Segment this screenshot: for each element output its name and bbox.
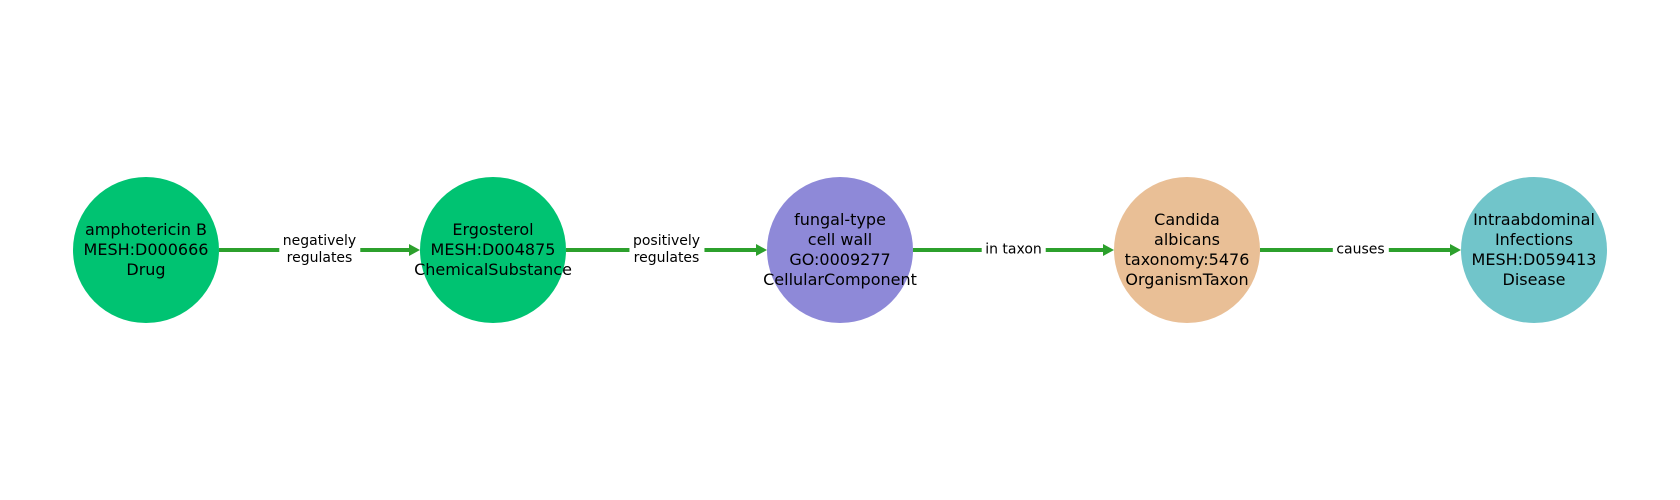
arrowhead-icon <box>409 244 420 256</box>
node-label-line: CellularComponent <box>763 270 917 289</box>
edge-label: causes <box>1332 241 1389 259</box>
edge-label-line: causes <box>1336 241 1385 258</box>
node-label-line: albicans <box>1154 230 1220 249</box>
node-label-line: Disease <box>1502 270 1566 289</box>
node-label-line: Ergosterol <box>452 220 534 239</box>
edge-label: in taxon <box>981 241 1046 259</box>
node-label-line: OrganismTaxon <box>1125 270 1249 289</box>
node-label-line: Intraabdominal <box>1473 210 1595 229</box>
edge-label-line: positively <box>632 233 701 249</box>
node-label-line: GO:0009277 <box>789 250 891 269</box>
node-label-line: MESH:D004875 <box>430 240 556 259</box>
node-label-line: MESH:D000666 <box>83 240 209 259</box>
edge-label-line: regulates <box>633 250 700 266</box>
node-label-line: ChemicalSubstance <box>414 260 572 279</box>
arrowhead-icon <box>1103 244 1114 256</box>
edge-label-line: in taxon <box>985 241 1042 258</box>
edge-label-line: regulates <box>286 250 353 266</box>
arrowhead-icon <box>756 244 767 256</box>
node-label-line: Infections <box>1494 230 1574 249</box>
node-label-line: fungal-type <box>794 210 886 229</box>
node-label-line: taxonomy:5476 <box>1124 250 1250 269</box>
arrowhead-icon <box>1450 244 1461 256</box>
node-label-line: Candida <box>1154 210 1220 229</box>
node-label-line: cell wall <box>807 230 873 249</box>
node-label-line: MESH:D059413 <box>1471 250 1597 269</box>
node-label-line: amphotericin B <box>84 220 208 239</box>
edge-label-line: negatively <box>282 233 357 249</box>
node-label-line: Drug <box>126 260 166 279</box>
